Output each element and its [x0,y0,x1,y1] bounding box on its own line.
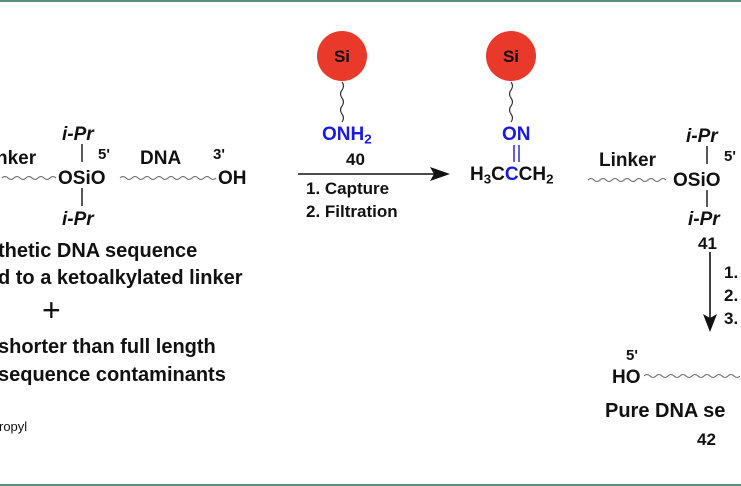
downstream-step-1: 1. [724,263,739,282]
downstream-step-3: 3. [724,309,739,328]
plus-sign: + [42,292,61,328]
product-tether [508,81,514,123]
product-linker-label: Linker [599,150,657,171]
final-compound-number: 42 [697,430,716,449]
reagent-compound-number: 40 [346,150,365,169]
left-three-prime: 3' [213,146,225,163]
product-five-prime: 5' [724,148,736,165]
left-bottom-isopropyl: i-Pr [62,209,94,230]
caption-line-4: sequence contaminants [0,364,226,386]
reaction-step-2: 2. Filtration [306,202,398,221]
reagent-bead-label: Si [334,47,350,66]
reagent-aminooxy-group: ONH2 [322,124,372,147]
left-five-prime: 5' [98,146,110,163]
final-five-prime: 5' [626,347,638,364]
left-top-isopropyl: i-Pr [62,124,94,145]
left-linker-wavy [1,176,57,180]
product-ketone-chain: H3CCCH2 [470,164,554,187]
product-oxime-group: ON [502,124,531,145]
left-dna-wavy [119,176,217,180]
reagent-tether [339,81,345,123]
caption-line-3: shorter than full length [0,336,216,358]
reaction-arrowhead [430,167,450,181]
caption-line-1: thetic DNA sequence [0,240,198,262]
final-caption: Pure DNA se [605,400,726,422]
product-top-isopropyl: i-Pr [686,126,718,147]
downstream-step-2: 2. [724,286,739,305]
product-compound-number: 41 [698,234,717,253]
down-arrowhead [703,314,717,332]
left-oh-end: OH [218,168,247,189]
final-dna-wavy [643,374,741,378]
footnote: ropyl [0,419,28,434]
product-silica-bead [486,31,536,81]
left-silyl-ether: OSiO [58,168,106,189]
caption-line-2: d to a ketoalkylated linker [0,267,243,289]
left-dna-label: DNA [140,148,182,169]
product-bead-label: Si [503,47,519,66]
left-linker-label: nker [0,148,37,169]
product-silyl-ether: OSiO [673,170,721,191]
final-ho-end: HO [612,367,641,388]
reaction-step-1: 1. Capture [306,179,390,198]
product-bottom-isopropyl: i-Pr [688,209,720,230]
product-linker-wavy [587,178,667,182]
reagent-silica-bead [317,31,367,81]
